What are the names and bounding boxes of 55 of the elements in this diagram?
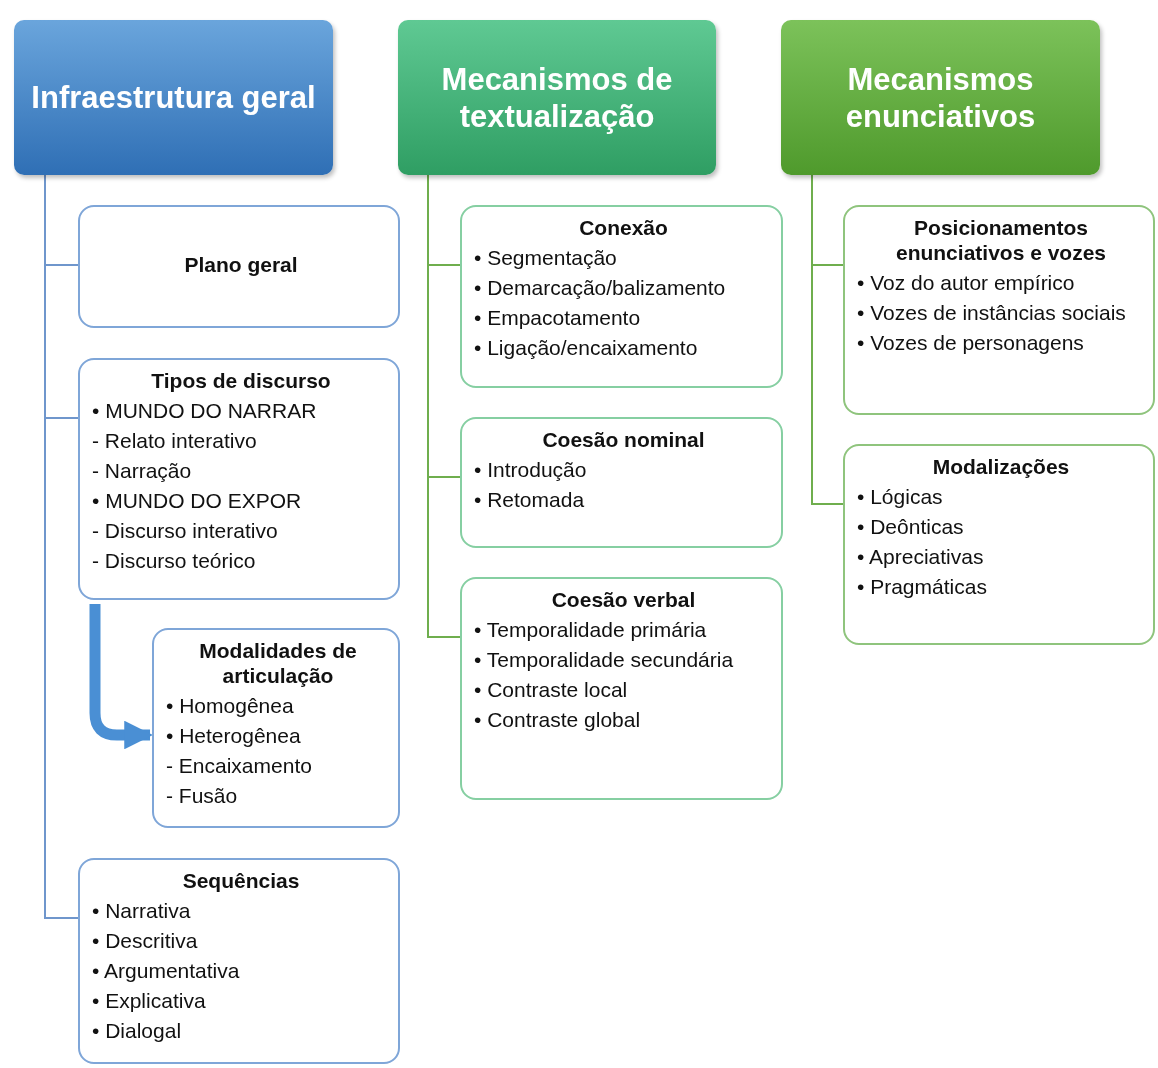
list-item: • Ligação/encaixamento [474, 335, 699, 360]
list-item: • Lógicas [857, 484, 944, 509]
list-item: - Encaixamento [166, 753, 313, 778]
list-item: • Descritiva [92, 928, 199, 953]
list-item: • Contraste local [474, 677, 629, 702]
list-item: • Argumentativa [92, 958, 241, 983]
box-heading: Tipos de discurso [150, 368, 332, 393]
bent-arrow [89, 604, 153, 750]
topic-box [460, 577, 783, 800]
list-item: • Temporalidade secundária [474, 647, 735, 672]
list-item: • Voz do autor empírico [857, 270, 1076, 295]
topic-box [152, 628, 400, 828]
list-item: • Contraste global [474, 707, 642, 732]
topic-box [460, 417, 783, 548]
list-item: • Deônticas [857, 514, 965, 539]
box-heading: Posicionamentos enunciativos e vozes [894, 215, 1108, 265]
topic-box [78, 358, 400, 600]
box-heading: Sequências [181, 868, 301, 893]
list-item: • Vozes de personagens [857, 330, 1085, 355]
category-header-box: Mecanismos enunciativos [781, 20, 1100, 175]
topic-box [460, 205, 783, 388]
list-item: - Narração [92, 458, 193, 483]
list-item: • Homogênea [166, 693, 295, 718]
list-item: • Vozes de instâncias sociais [857, 300, 1127, 325]
list-item: • Pragmáticas [857, 574, 988, 599]
box-heading: Conexão [578, 215, 669, 240]
list-item: • Dialogal [92, 1018, 183, 1043]
list-item: • Explicativa [92, 988, 207, 1013]
category-header-box: Mecanismos de textualização [398, 20, 716, 175]
list-item: - Fusão [166, 783, 239, 808]
list-item: • Retomada [474, 487, 586, 512]
list-item: • Apreciativas [857, 544, 985, 569]
topic-box [78, 205, 400, 328]
list-item: • Narrativa [92, 898, 192, 923]
box-heading: Modalidades de articulação [198, 638, 358, 688]
list-item: • MUNDO DO EXPOR [92, 488, 303, 513]
list-item: - Relato interativo [92, 428, 258, 453]
list-item: • Empacotamento [474, 305, 642, 330]
connector-line [811, 174, 844, 505]
list-item: • Temporalidade primária [474, 617, 708, 642]
list-item: • MUNDO DO NARRAR [92, 398, 318, 423]
box-heading: Coesão verbal [550, 587, 697, 612]
list-item: • Segmentação [474, 245, 618, 270]
topic-box [843, 205, 1155, 415]
list-item: • Demarcação/balizamento [474, 275, 727, 300]
list-item: - Discurso teórico [92, 548, 257, 573]
box-heading: Coesão nominal [541, 427, 706, 452]
list-item: - Discurso interativo [92, 518, 279, 543]
category-header-box: Infraestrutura geral [14, 20, 333, 175]
list-item: • Heterogênea [166, 723, 302, 748]
box-heading: Modalizações [931, 454, 1071, 479]
topic-box [78, 858, 400, 1064]
box-heading: Plano geral [184, 252, 298, 277]
list-item: • Introdução [474, 457, 588, 482]
topic-box [843, 444, 1155, 645]
